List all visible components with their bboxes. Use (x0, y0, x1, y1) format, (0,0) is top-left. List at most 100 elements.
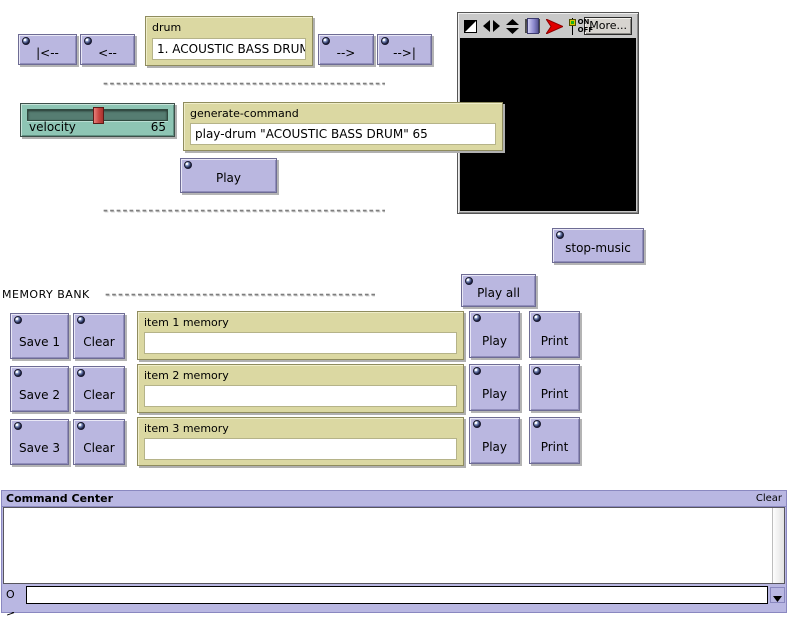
clear-3-button[interactable]: Clear (73, 419, 125, 465)
graphics-toolbar: ON OFF More... (460, 15, 636, 37)
slider-label: velocity (29, 120, 76, 134)
button-label: Play (215, 171, 242, 185)
drum-monitor: drum 1. ACOUSTIC BASS DRUM (145, 16, 313, 66)
button-label: Play all (477, 286, 520, 300)
memory-bank-heading: MEMORY BANK (2, 288, 90, 301)
graphics-window: ON OFF More... (457, 12, 639, 214)
agent-icon (77, 369, 85, 377)
observer-prompt: O > (6, 588, 16, 619)
print-1-button[interactable]: Print (529, 311, 580, 358)
command-center-header: Command Center Clear (2, 491, 786, 507)
on-off-toggle[interactable]: ON OFF (568, 17, 593, 35)
print-3-button[interactable]: Print (529, 417, 580, 464)
next-drum-button[interactable]: --> (318, 34, 374, 65)
play-3-button[interactable]: Play (469, 417, 520, 464)
button-label: Clear (83, 335, 115, 349)
agent-icon (77, 316, 85, 324)
chevron-down-icon (773, 596, 782, 602)
monitor-value (144, 385, 457, 407)
agent-icon (473, 367, 481, 375)
monitor-value: play-drum "ACOUSTIC BASS DRUM" 65 (190, 123, 496, 145)
slider-groove[interactable] (27, 107, 168, 124)
button-label: --> (336, 46, 356, 60)
clear-2-button[interactable]: Clear (73, 366, 125, 412)
toggle-on-label: ON (577, 17, 590, 26)
toggle-track (571, 17, 573, 35)
first-drum-button[interactable]: |<-- (18, 34, 77, 65)
button-label: stop-music (565, 241, 631, 255)
monitor-value: 1. ACOUSTIC BASS DRUM (152, 38, 306, 60)
horizontal-arrows-icon[interactable] (483, 20, 500, 32)
prev-drum-button[interactable]: <-- (80, 34, 135, 65)
button-label: Save 2 (19, 388, 60, 402)
agent-icon (533, 367, 541, 375)
button-label: Clear (83, 388, 115, 402)
command-center: Command Center Clear O > (1, 490, 787, 619)
agent-icon (533, 314, 541, 322)
monitor-title: item 1 memory (144, 316, 229, 329)
monitor-title: generate-command (190, 107, 299, 120)
command-output-area[interactable] (3, 507, 785, 584)
slider-value: 65 (150, 120, 166, 134)
agent-icon (22, 37, 30, 45)
command-input[interactable] (26, 586, 768, 604)
fast-forward-flag-icon[interactable] (545, 18, 563, 34)
save-1-button[interactable]: Save 1 (10, 313, 69, 359)
separator-dashes: ----------------------------------------… (103, 203, 385, 217)
speed-slider-thumb[interactable] (526, 18, 539, 34)
monitor-title: drum (152, 21, 182, 34)
item-2-memory-monitor: item 2 memory (137, 364, 464, 413)
save-2-button[interactable]: Save 2 (10, 366, 69, 412)
agent-icon (14, 369, 22, 377)
more-button[interactable]: More... (584, 17, 632, 35)
agent-icon (473, 314, 481, 322)
play-1-button[interactable]: Play (469, 311, 520, 358)
button-label: Play (481, 334, 508, 348)
button-label: |<-- (36, 46, 59, 60)
play-all-button[interactable]: Play all (461, 274, 536, 307)
monitor-value (144, 438, 457, 460)
last-drum-button[interactable]: -->| (377, 34, 432, 65)
agent-icon (77, 422, 85, 430)
history-dropdown-button[interactable] (770, 587, 785, 603)
save-3-button[interactable]: Save 3 (10, 419, 69, 465)
agent-icon (465, 277, 473, 285)
command-center-clear-button[interactable]: Clear (755, 493, 782, 504)
contrast-icon[interactable] (464, 19, 477, 33)
output-scrollbar[interactable] (772, 508, 784, 583)
agent-icon (381, 37, 389, 45)
monitor-title: item 2 memory (144, 369, 229, 382)
agent-icon (84, 37, 92, 45)
agent-icon (14, 316, 22, 324)
button-label: Print (540, 440, 569, 454)
speed-slider[interactable] (525, 18, 540, 34)
agent-icon (473, 420, 481, 428)
toggle-off-label: OFF (577, 25, 594, 34)
vertical-arrows-icon[interactable] (506, 18, 519, 34)
button-label: Print (540, 334, 569, 348)
monitor-title: item 3 memory (144, 422, 229, 435)
button-label: Play (481, 387, 508, 401)
agent-icon (533, 420, 541, 428)
button-label: -->| (393, 46, 416, 60)
play-2-button[interactable]: Play (469, 364, 520, 411)
button-label: <-- (98, 46, 117, 60)
agent-icon (556, 231, 564, 239)
play-button[interactable]: Play (180, 158, 277, 193)
command-center-title: Command Center (6, 492, 114, 505)
slider-thumb[interactable] (93, 107, 105, 124)
separator-dashes: ----------------------------------------… (103, 76, 385, 90)
button-label: Save 3 (19, 441, 60, 455)
item-1-memory-monitor: item 1 memory (137, 311, 464, 360)
velocity-slider[interactable]: 65 velocity (20, 103, 175, 137)
command-input-row: O > (3, 586, 785, 619)
toggle-knob[interactable] (568, 18, 576, 26)
button-label: Play (481, 440, 508, 454)
print-2-button[interactable]: Print (529, 364, 580, 411)
monitor-value (144, 332, 457, 354)
stop-music-button[interactable]: stop-music (552, 228, 644, 263)
agent-icon (322, 37, 330, 45)
separator-dashes: ----------------------------------------… (105, 287, 375, 301)
button-label: Save 1 (19, 335, 60, 349)
clear-1-button[interactable]: Clear (73, 313, 125, 359)
